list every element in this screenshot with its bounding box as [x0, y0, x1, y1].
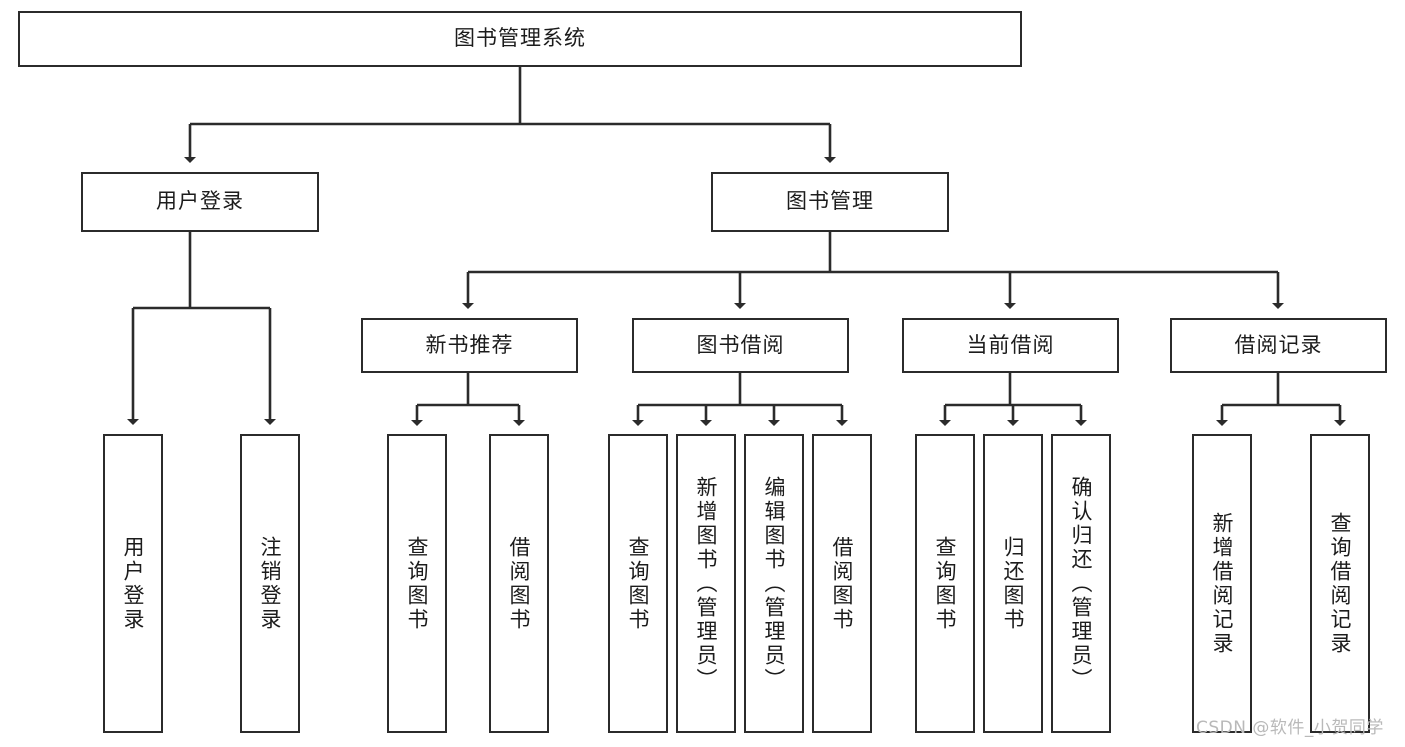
node-current-borrow[interactable]: 当前借阅	[902, 318, 1119, 373]
node-label: 借阅图书	[830, 535, 855, 632]
leaf-current-return-book[interactable]: 归还图书	[983, 434, 1043, 733]
node-label: 查询借阅记录	[1328, 511, 1353, 656]
node-label: 借阅记录	[1234, 332, 1323, 357]
csdn-watermark: CSDN @软件_小贺同学	[1196, 713, 1384, 738]
node-label: 新增图书（管理员）	[694, 475, 719, 692]
node-borrow-record[interactable]: 借阅记录	[1170, 318, 1387, 373]
watermark-text: CSDN @软件_小贺同学	[1196, 718, 1384, 738]
leaf-new-book-borrow[interactable]: 借阅图书	[489, 434, 549, 733]
node-label: 图书借阅	[696, 332, 785, 357]
node-new-book-recommend[interactable]: 新书推荐	[361, 318, 578, 373]
node-label: 查询图书	[405, 535, 430, 632]
leaf-record-query[interactable]: 查询借阅记录	[1310, 434, 1370, 733]
leaf-user-login-signin[interactable]: 用户登录	[103, 434, 163, 733]
node-label: 查询图书	[626, 535, 651, 632]
leaf-record-add[interactable]: 新增借阅记录	[1192, 434, 1252, 733]
node-label: 用户登录	[156, 189, 244, 214]
node-root-book-management-system[interactable]: 图书管理系统	[18, 11, 1022, 67]
node-label: 新书推荐	[425, 332, 514, 357]
node-user-login[interactable]: 用户登录	[81, 172, 319, 232]
leaf-borrow-query-book[interactable]: 查询图书	[608, 434, 668, 733]
leaf-new-book-query[interactable]: 查询图书	[387, 434, 447, 733]
node-label: 图书管理	[786, 189, 874, 214]
leaf-current-query-book[interactable]: 查询图书	[915, 434, 975, 733]
node-label: 确认归还（管理员）	[1069, 475, 1094, 692]
node-label: 注销登录	[258, 535, 283, 632]
leaf-user-login-signout[interactable]: 注销登录	[240, 434, 300, 733]
node-book-management[interactable]: 图书管理	[711, 172, 949, 232]
node-label: 借阅图书	[507, 535, 532, 632]
leaf-borrow-add-book-admin[interactable]: 新增图书（管理员）	[676, 434, 736, 733]
node-label: 用户登录	[121, 535, 146, 632]
node-label: 查询图书	[933, 535, 958, 632]
node-label: 当前借阅	[966, 332, 1055, 357]
leaf-borrow-edit-book-admin[interactable]: 编辑图书（管理员）	[744, 434, 804, 733]
node-book-borrow[interactable]: 图书借阅	[632, 318, 849, 373]
node-label: 编辑图书（管理员）	[762, 475, 787, 692]
leaf-borrow-borrow-book[interactable]: 借阅图书	[812, 434, 872, 733]
node-label: 图书管理系统	[454, 26, 586, 51]
node-label: 归还图书	[1001, 535, 1026, 632]
node-label: 新增借阅记录	[1210, 511, 1235, 656]
leaf-current-confirm-return-admin[interactable]: 确认归还（管理员）	[1051, 434, 1111, 733]
